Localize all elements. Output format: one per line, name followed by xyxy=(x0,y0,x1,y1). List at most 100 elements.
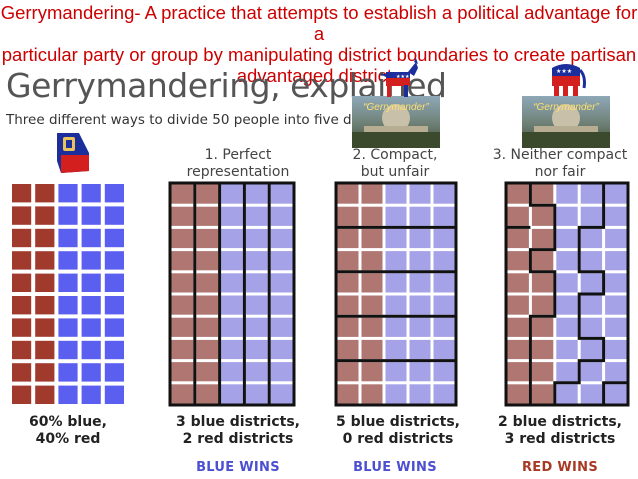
panel-1-cell xyxy=(196,273,219,293)
panel-1-cell xyxy=(196,206,219,226)
panel-2-caption-line-2: 0 red districts xyxy=(342,431,454,447)
capitol-photo-right: “Gerrymander” xyxy=(522,96,610,148)
population-cell xyxy=(81,363,101,382)
panel-3-cell xyxy=(580,362,603,382)
header-line-1: Gerrymandering- A practice that attempts… xyxy=(0,2,638,44)
panel-1-cell xyxy=(171,228,194,249)
population-cell xyxy=(104,273,124,292)
panel-3-cell xyxy=(507,251,529,271)
population-cell xyxy=(12,228,32,248)
panel-3-cell xyxy=(580,339,603,360)
population-cell xyxy=(81,318,101,337)
panel-2-cell xyxy=(337,206,359,226)
population-cell xyxy=(58,296,78,315)
panel-2-heading: 2. Compact, but unfair xyxy=(320,147,470,181)
panel-2-cell xyxy=(337,317,359,337)
panel-3-cell xyxy=(580,384,603,404)
population-cell xyxy=(58,385,78,404)
panel-1-cell xyxy=(171,184,194,204)
panel-2-cell xyxy=(361,228,383,249)
panel-2-cell xyxy=(433,273,455,293)
panel-3-cell xyxy=(507,295,529,315)
panel-1-cell xyxy=(221,206,243,226)
panel-3-cell xyxy=(531,339,554,360)
panel-2-cell xyxy=(409,362,431,382)
panel-2-cell xyxy=(433,206,455,226)
panel-3-cell xyxy=(605,384,627,404)
panel-3-cell xyxy=(605,339,627,360)
panel-1-cell xyxy=(221,317,243,337)
panel-2-cell xyxy=(409,184,431,204)
panel-1-cell xyxy=(196,295,219,315)
panel-3-cell xyxy=(556,184,578,204)
panel-3-cell xyxy=(605,206,627,226)
panel-2-cell xyxy=(409,206,431,226)
population-cell xyxy=(12,340,32,360)
population-cell xyxy=(12,273,32,292)
population-cell xyxy=(35,318,55,337)
elephant-icon: ★★★ xyxy=(552,64,586,96)
population-cell xyxy=(58,273,78,292)
panel-2-cell xyxy=(361,339,383,360)
panel-2-cell xyxy=(361,384,383,404)
panel-3-cell xyxy=(531,184,554,204)
panel-3-cell xyxy=(507,362,529,382)
panel-3-border xyxy=(504,181,630,407)
panel-3-cell xyxy=(531,273,554,293)
panel-2-cell xyxy=(433,251,455,271)
panel-2-cell xyxy=(361,295,383,315)
panel-2-cell xyxy=(385,273,407,293)
panel-1-cell xyxy=(171,273,194,293)
panel-3-heading-line-2: nor fair xyxy=(534,164,586,180)
georgia-flag-icon xyxy=(57,133,89,173)
panel-2-cell xyxy=(337,362,359,382)
panel-3-cell xyxy=(507,273,529,293)
panel-0-caption-line-1: 60% blue, xyxy=(29,414,107,430)
panel-1-cell xyxy=(171,317,194,337)
panel-2-cell xyxy=(361,251,383,271)
panel-1-cell xyxy=(221,273,243,293)
panel-2-cell xyxy=(409,273,431,293)
panel-3-result: RED WINS xyxy=(521,460,599,475)
panel-1-cell xyxy=(171,251,194,271)
panel-3-cell xyxy=(605,273,627,293)
panel-1-cell xyxy=(221,362,243,382)
panel-2-cell xyxy=(385,384,407,404)
panel-3-cell xyxy=(531,317,554,337)
panel-2-cell xyxy=(385,228,407,249)
population-cell xyxy=(58,251,78,270)
panel-3-cell xyxy=(531,206,554,226)
panel-1-cell xyxy=(221,339,243,360)
population-cell xyxy=(35,385,55,404)
panel-3-cell xyxy=(507,384,529,404)
population-cell xyxy=(104,318,124,337)
panel-1-border xyxy=(168,181,296,407)
panel-3-cell xyxy=(556,384,578,404)
panel-1-caption-line-2: 2 red districts xyxy=(182,431,294,447)
panel-1-cell xyxy=(270,206,293,226)
population-cell xyxy=(35,206,55,225)
svg-text:★★★: ★★★ xyxy=(556,68,572,75)
panel-1-heading-line-1: 1. Perfect xyxy=(204,147,272,163)
population-cell xyxy=(81,296,101,315)
population-cell xyxy=(12,184,32,203)
panel-3-cell xyxy=(507,228,529,249)
panel-2-cell xyxy=(385,184,407,204)
panel-1-cell xyxy=(171,362,194,382)
panel-1-cell xyxy=(196,339,219,360)
population-cell xyxy=(35,363,55,382)
panel-2-cell xyxy=(409,384,431,404)
panel-2-cell xyxy=(337,339,359,360)
population-cell xyxy=(58,184,78,203)
panel-2-cell xyxy=(361,317,383,337)
panel-1-cell xyxy=(171,295,194,315)
panel-3-heading: 3. Neither compact nor fair xyxy=(480,147,638,181)
page-header: Gerrymandering- A practice that attempts… xyxy=(0,2,638,86)
population-cell xyxy=(12,296,32,315)
population-cell xyxy=(81,184,101,203)
panel-3-cell xyxy=(605,317,627,337)
panel-1-result: BLUE WINS xyxy=(196,460,280,475)
panel-3-cell xyxy=(580,228,603,249)
panel-3-cell xyxy=(580,206,603,226)
